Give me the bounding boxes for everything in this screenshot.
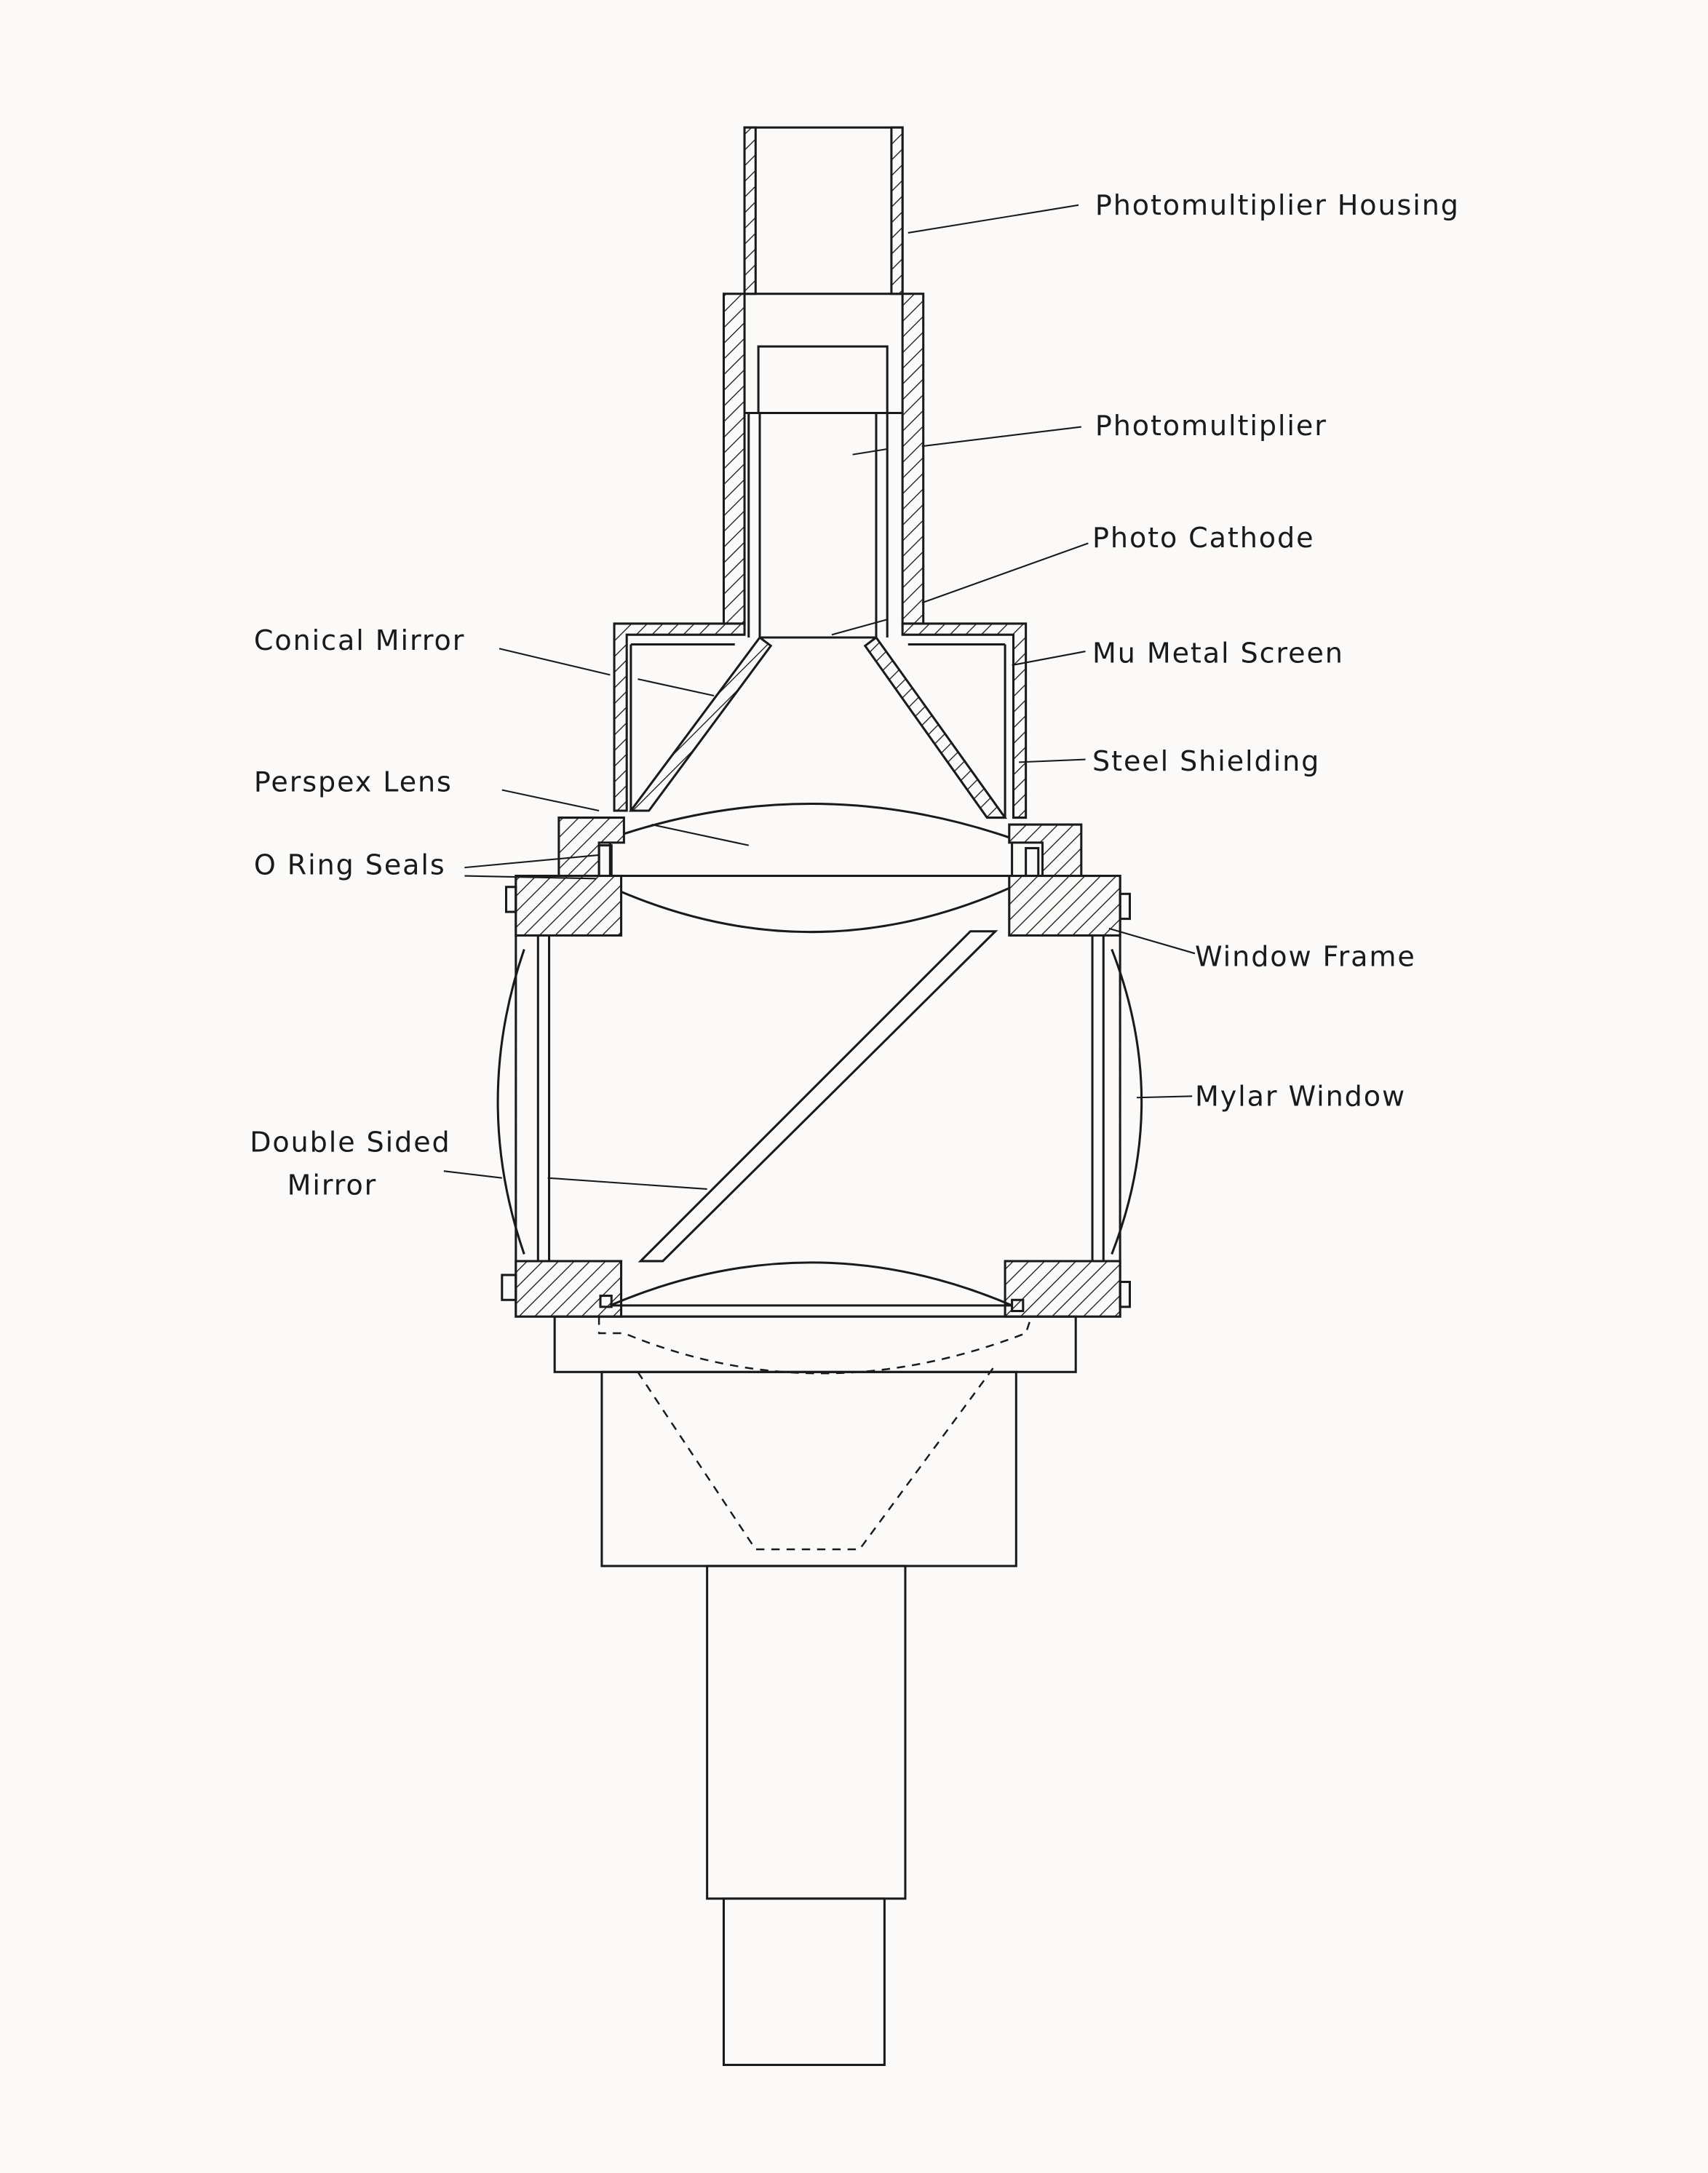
label-double-sided-mirror-line1: Double Sided	[250, 1127, 450, 1159]
label-o-ring-seals: O Ring Seals	[254, 849, 446, 881]
label-photomultiplier-housing: Photomultiplier Housing	[1095, 189, 1460, 221]
steel-shielding	[613, 622, 1028, 819]
lower-lens	[599, 1261, 1025, 1313]
window-frame	[501, 875, 1131, 1318]
label-steel-shielding: Steel Shielding	[1092, 745, 1320, 777]
leader-lines	[443, 204, 1196, 1190]
label-photo-cathode: Photo Cathode	[1092, 522, 1314, 554]
lower-assembly	[553, 1315, 1077, 2066]
perspex-lens	[608, 802, 1014, 934]
label-photomultiplier: Photomultiplier	[1095, 410, 1327, 442]
photomultiplier-housing	[722, 126, 925, 625]
label-window-frame: Window Frame	[1195, 940, 1416, 972]
label-double-sided-mirror-line2: Mirror	[287, 1169, 378, 1201]
double-sided-mirror	[637, 930, 998, 1263]
label-conical-mirror: Conical Mirror	[254, 624, 465, 656]
label-mylar-window: Mylar Window	[1195, 1081, 1406, 1113]
lens-flanges	[557, 817, 1083, 878]
mylar-window	[496, 948, 1143, 1255]
label-mu-metal-screen: Mu Metal Screen	[1092, 637, 1344, 669]
photomultiplier-tube	[744, 411, 903, 639]
label-perspex-lens: Perspex Lens	[254, 766, 453, 798]
conical-mirror	[628, 635, 1008, 819]
